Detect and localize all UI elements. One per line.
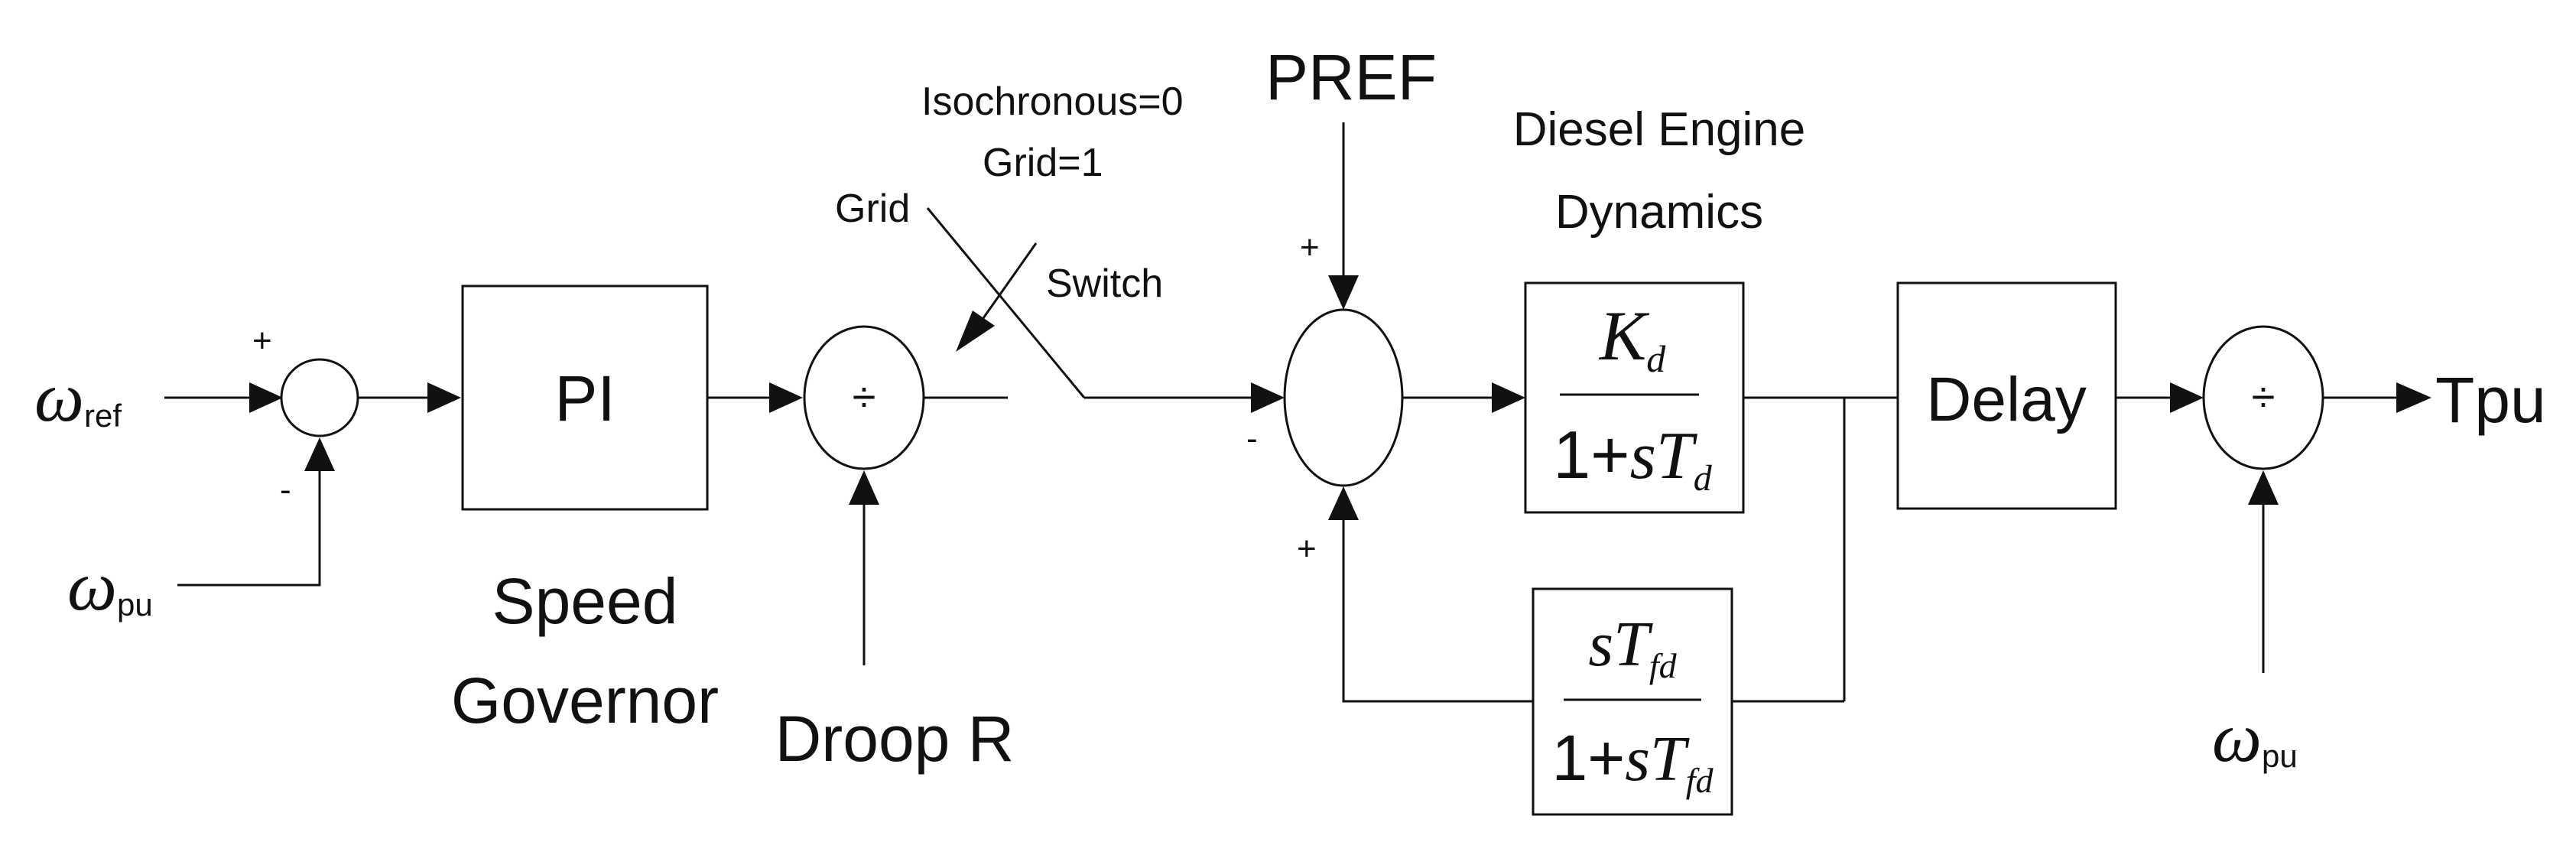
wire-omega-pu-to-sum1 — [177, 468, 321, 587]
speed-governor-line1: Speed — [492, 565, 678, 637]
feedback-tf-denominator: 1+sTfd — [1552, 722, 1714, 800]
speed-governor-line2: Governor — [451, 665, 719, 736]
mode-label-line1: Isochronous=0 — [921, 80, 1184, 124]
arrow-into-engine — [1492, 382, 1525, 413]
arrow-into-sum2 — [1251, 382, 1285, 413]
arrow-into-pi — [427, 382, 461, 413]
pref-label: PREF — [1265, 41, 1437, 113]
grid-label: Grid — [835, 187, 910, 231]
divider-1-symbol: ÷ — [853, 372, 876, 421]
switch-pointer-line — [982, 242, 1038, 319]
engine-label-line2: Dynamics — [1555, 186, 1763, 239]
summing-junction-2 — [1283, 308, 1404, 487]
omega-pu-input-label: ωpu — [67, 547, 153, 625]
pi-block — [461, 284, 709, 511]
arrow-output — [2396, 382, 2431, 413]
arrow-up-into-sum2 — [1328, 486, 1359, 520]
sum1-minus-sign: - — [280, 471, 291, 509]
arrow-down-into-sum2 — [1328, 275, 1359, 310]
switch-blade[interactable] — [926, 207, 1086, 398]
arrow-into-divider1 — [769, 382, 803, 413]
engine-tf-numerator: Kd — [1598, 297, 1666, 380]
omega-ref-label: ωref — [34, 358, 122, 436]
switch-pointer-arrowhead — [956, 310, 995, 352]
arrow-into-divider2 — [2170, 382, 2204, 413]
droop-r-label: Droop R — [775, 703, 1015, 775]
arrow-up-into-divider1 — [849, 470, 879, 505]
delay-label: Delay — [1926, 365, 2087, 434]
arrow-into-sum1 — [249, 382, 283, 413]
sum1-plus-sign: + — [252, 322, 272, 359]
summing-junction-1 — [280, 358, 359, 437]
engine-tf-denominator: 1+sTd — [1553, 417, 1713, 499]
sum2-minus-sign: - — [1246, 420, 1258, 457]
engine-transfer-function-block — [1524, 281, 1745, 514]
pi-label: PI — [554, 362, 615, 434]
sum2-plus-bottom-sign: + — [1297, 530, 1317, 567]
mode-label-line2: Grid=1 — [983, 141, 1103, 185]
divider-2-symbol: ÷ — [2252, 372, 2276, 421]
arrow-up-into-divider2 — [2248, 470, 2279, 505]
feedback-tf-numerator: sTfd — [1588, 609, 1677, 685]
delay-block — [1896, 281, 2117, 510]
engine-label-line1: Diesel Engine — [1513, 103, 1806, 156]
tpu-output-label: Tpu — [2435, 364, 2546, 436]
feedback-transfer-function-block — [1532, 587, 1733, 816]
sum2-plus-top-sign: + — [1300, 229, 1320, 266]
omega-pu-output-label: ωpu — [2212, 698, 2298, 776]
switch-label: Switch — [1046, 262, 1163, 306]
wire-feedback-to-sum2 — [1342, 520, 1533, 703]
arrow-up-into-sum1 — [304, 437, 335, 471]
